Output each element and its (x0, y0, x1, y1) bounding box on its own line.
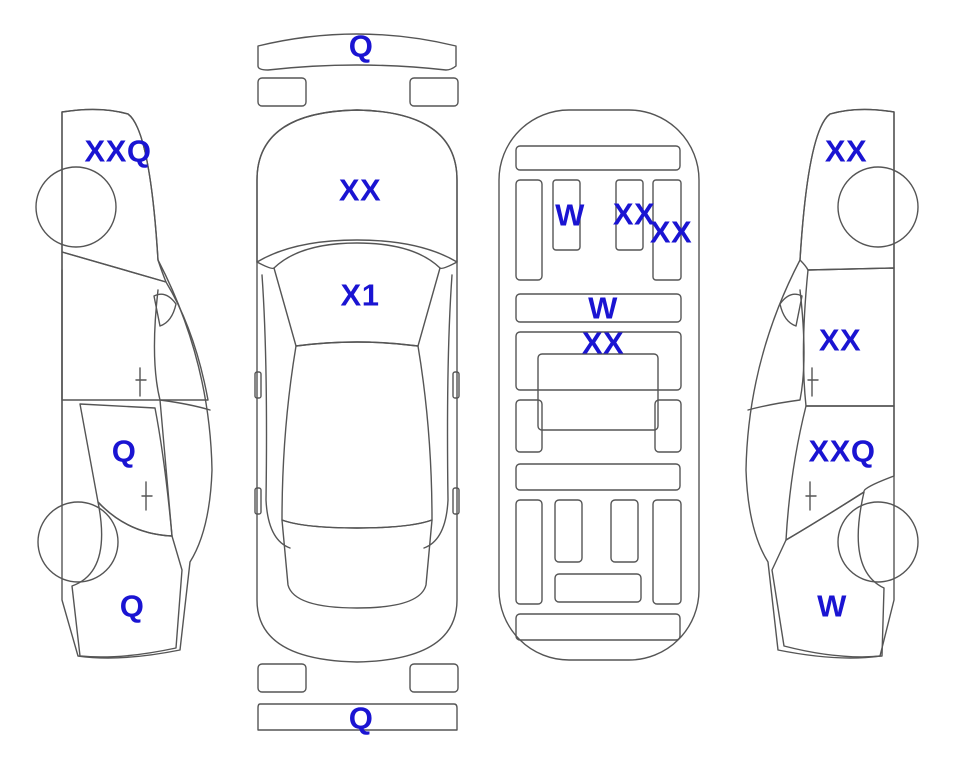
interior-rear-shelf[interactable] (515, 613, 681, 641)
interior-dashboard[interactable] (515, 331, 682, 391)
right-rear-door[interactable] (802, 267, 895, 407)
interior-trunk-floor[interactable] (554, 573, 642, 603)
left-handle-upper (135, 367, 147, 397)
right-front-door[interactable] (785, 405, 895, 541)
rear-left-light[interactable] (257, 663, 307, 693)
top-cabin (281, 341, 433, 529)
interior-front-shelf[interactable] (515, 145, 681, 171)
interior-trunk-slot-b[interactable] (610, 499, 639, 563)
left-front-fender[interactable] (71, 501, 183, 658)
top-left-pillar (256, 261, 291, 549)
right-body-outline (745, 108, 895, 659)
top-right-pillar (423, 261, 458, 549)
interior-left-pillar-top[interactable] (515, 179, 543, 281)
rear-bumper[interactable] (257, 703, 458, 731)
top-right-handle (452, 487, 460, 515)
interior-outline (498, 109, 700, 661)
right-front-wheel[interactable] (837, 501, 919, 583)
front-bumper[interactable] (257, 33, 457, 71)
top-rear-window (281, 519, 433, 609)
interior-front-seat-left[interactable] (515, 399, 543, 453)
right-rear-quarter[interactable] (799, 108, 895, 271)
interior-rear-seat-center[interactable] (615, 179, 644, 251)
right-side-view (745, 108, 919, 659)
left-window-line (153, 289, 211, 537)
right-front-fender[interactable] (771, 491, 885, 658)
right-mirror (779, 293, 803, 327)
left-handle-lower (141, 481, 153, 511)
left-body-outline (61, 108, 213, 659)
top-view (254, 109, 460, 663)
interior-front-seat-right[interactable] (654, 399, 682, 453)
left-rear-quarter[interactable] (61, 108, 167, 283)
hood-panel[interactable] (273, 242, 441, 347)
interior-floor-bar[interactable] (515, 293, 682, 323)
interior-trunk-shelf[interactable] (515, 463, 681, 491)
left-side-view (35, 108, 213, 659)
right-rear-wheel[interactable] (837, 166, 919, 248)
left-rear-door[interactable] (61, 251, 209, 401)
rear-bumper-view (257, 663, 459, 731)
front-right-light[interactable] (409, 77, 459, 107)
interior-trunk-right[interactable] (652, 499, 682, 605)
top-left-mirror (254, 371, 262, 399)
interior-view (498, 109, 700, 661)
right-window-line (747, 289, 805, 411)
roof-panel[interactable] (256, 109, 458, 263)
left-front-wheel[interactable] (37, 501, 119, 583)
interior-rear-seat-right[interactable] (652, 179, 682, 281)
front-left-light[interactable] (257, 77, 307, 107)
front-bumper-view (257, 33, 459, 107)
interior-console[interactable] (537, 353, 659, 431)
rear-right-light[interactable] (409, 663, 459, 693)
left-rear-wheel[interactable] (35, 166, 117, 248)
right-handle-lower (805, 481, 817, 511)
interior-rear-seat-part[interactable] (552, 179, 581, 251)
right-handle-upper (807, 367, 819, 397)
left-front-door[interactable] (79, 403, 173, 537)
top-left-handle (254, 487, 262, 515)
interior-trunk-left[interactable] (515, 499, 543, 605)
interior-trunk-slot-a[interactable] (554, 499, 583, 563)
top-right-mirror (452, 371, 460, 399)
left-mirror (153, 293, 177, 327)
